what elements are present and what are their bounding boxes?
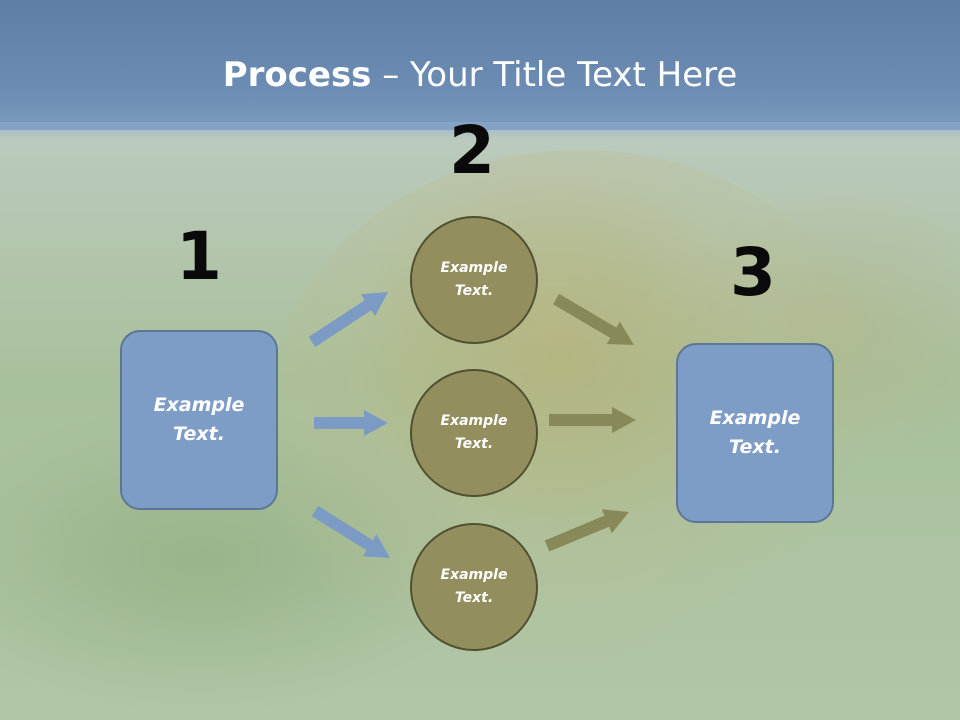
arrow-1-to-2-bottom xyxy=(311,505,390,558)
slide-title: Process – Your Title Text Here xyxy=(0,52,960,98)
arrow-2-to-3-bottom xyxy=(544,509,629,552)
step-2-circle-2[interactable]: Example Text. xyxy=(410,369,538,497)
title-band xyxy=(0,0,960,140)
title-rest: – Your Title Text Here xyxy=(371,55,738,95)
step-2-circle-2-text: Example Text. xyxy=(440,413,508,452)
arrow-1-to-2-top xyxy=(308,292,388,347)
step-2-circle-3[interactable]: Example Text. xyxy=(410,523,538,651)
step-3-text: Example Text. xyxy=(709,407,801,458)
step-2-circle-1[interactable]: Example Text. xyxy=(410,216,538,344)
step-number-2: 2 xyxy=(449,112,495,189)
step-2-circle-1-text: Example Text. xyxy=(440,260,508,299)
step-number-1: 1 xyxy=(176,218,222,295)
title-bold: Process xyxy=(222,55,372,95)
arrow-2-to-3-middle xyxy=(549,407,636,433)
step-1-box[interactable]: Example Text. xyxy=(120,330,278,510)
arrow-2-to-3-top xyxy=(553,293,634,345)
step-number-3: 3 xyxy=(730,234,776,311)
step-3-box[interactable]: Example Text. xyxy=(676,343,834,523)
step-2-circle-3-text: Example Text. xyxy=(440,567,508,606)
arrow-1-to-2-middle xyxy=(314,410,388,436)
step-1-text: Example Text. xyxy=(153,394,245,445)
